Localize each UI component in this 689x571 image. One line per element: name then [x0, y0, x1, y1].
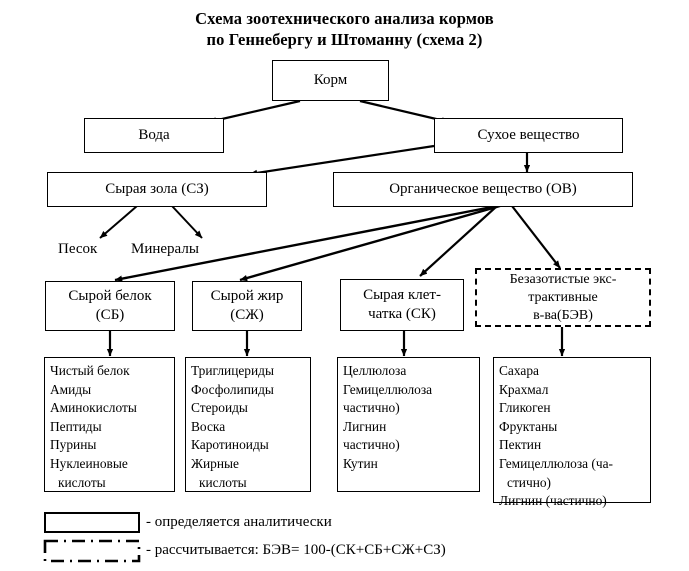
list-item: Пектин: [499, 437, 542, 453]
node-dry-matter[interactable]: Сухое вещество: [434, 118, 623, 153]
arrow-crude-ash-to-sand: [99, 205, 138, 239]
list-item: кислоты: [58, 474, 106, 490]
list-item: Жирные: [191, 455, 239, 471]
legend-solid-swatch: [44, 512, 140, 533]
node-crude-ash[interactable]: Сырая зола (СЗ): [47, 172, 267, 207]
page-title-line-1: Схема зоотехнического анализа кормов: [195, 9, 494, 28]
node-water-label: Вода: [138, 127, 170, 143]
list-item: Нуклеиновые: [50, 455, 128, 471]
node-crude-protein[interactable]: Сырой белок (СБ): [45, 281, 175, 331]
node-crude-fiber-label-line-1: Сырая клет-: [363, 287, 441, 303]
node-nitrogen-free-extractives[interactable]: Безазотистые экс- трактивные в-ва(БЭВ): [475, 268, 651, 327]
list-item: Гемицеллюлоза: [343, 381, 433, 397]
node-water[interactable]: Вода: [84, 118, 224, 153]
list-item: стично): [507, 474, 552, 490]
node-minerals-label: Минералы: [131, 241, 199, 257]
node-crude-fiber-label-line-2: чатка (СК): [368, 306, 436, 322]
list-item: Каротиноиды: [191, 437, 269, 453]
list-box-protein-components[interactable]: Чистый белок Амиды Аминокислоты Пептиды …: [44, 357, 175, 492]
list-item: Аминокислоты: [50, 400, 137, 416]
arrow-organic-matter-to-crude-fiber: [419, 205, 498, 277]
arrow-crude-ash-to-minerals: [171, 205, 203, 239]
list-item: Пурины: [50, 437, 97, 453]
node-nfe-label-line-3: в-ва(БЭВ): [533, 307, 593, 323]
list-item: Лигнин (частично): [499, 493, 607, 509]
list-box-nfe-components[interactable]: Сахара Крахмал Гликоген Фруктаны Пектин …: [493, 357, 651, 508]
list-item: Гемицеллюлоза (ча-: [499, 455, 614, 471]
list-item: Амиды: [50, 381, 92, 397]
node-sand: Песок: [58, 240, 97, 259]
list-item: Лигнин: [343, 418, 387, 434]
node-organic-matter-label: Органическое вещество (ОВ): [389, 181, 577, 197]
arrow-dry-matter-to-crude-ash: [249, 144, 435, 177]
node-crude-protein-label-line-2: (СБ): [95, 307, 125, 323]
list-item: частично): [343, 437, 400, 453]
node-dry-matter-label: Сухое вещество: [477, 127, 580, 143]
node-nfe-label-line-1: Безазотистые экс-: [509, 271, 617, 287]
list-box-fat-components[interactable]: Триглицериды Фосфолипиды Стероиды Воска …: [185, 357, 311, 492]
page-title-line-2: по Геннебергу и Штоманну (схема 2): [206, 30, 483, 49]
node-minerals: Минералы: [131, 240, 199, 259]
node-crude-ash-label: Сырая зола (СЗ): [105, 181, 209, 197]
list-box-fiber-components[interactable]: Целлюлоза Гемицеллюлоза частично) Лигнин…: [337, 357, 480, 492]
node-crude-fiber[interactable]: Сырая клет- чатка (СК): [340, 279, 464, 331]
list-item: Стероиды: [191, 400, 248, 416]
list-item: Кутин: [343, 455, 378, 471]
arrow-organic-matter-to-nfe: [511, 205, 561, 269]
legend-dashdot-text: - рассчитывается: БЭВ= 100-(СК+СБ+СЖ+СЗ): [146, 542, 446, 558]
node-feed[interactable]: Корм: [272, 60, 389, 101]
node-crude-fat[interactable]: Сырой жир (СЖ): [192, 281, 302, 331]
list-item: Сахара: [499, 363, 539, 378]
legend-dashdot-swatch-outline: [43, 539, 141, 563]
list-item: Триглицериды: [191, 363, 274, 378]
page-title: Схема зоотехнического анализа кормов по …: [0, 8, 689, 50]
legend-solid-text: - определяется аналитически: [146, 514, 332, 530]
node-feed-label: Корм: [313, 72, 348, 88]
list-item: частично): [343, 400, 400, 416]
list-item: Гликоген: [499, 400, 551, 416]
list-item: Пептиды: [50, 418, 102, 434]
arrow-organic-matter-to-crude-fat: [239, 204, 501, 282]
list-item: Фосфолипиды: [191, 381, 274, 397]
list-item: Крахмал: [499, 381, 549, 397]
list-item: Целлюлоза: [343, 363, 407, 378]
node-sand-label: Песок: [58, 241, 98, 257]
list-item: Фруктаны: [499, 418, 558, 434]
node-crude-fat-label-line-1: Сырой жир: [210, 288, 284, 304]
node-organic-matter[interactable]: Органическое вещество (ОВ): [333, 172, 633, 207]
node-crude-protein-label-line-1: Сырой белок: [68, 288, 152, 304]
node-crude-fat-label-line-2: (СЖ): [230, 307, 264, 323]
list-item: Воска: [191, 418, 226, 434]
node-nfe-label-line-2: трактивные: [528, 289, 598, 305]
list-item: кислоты: [199, 474, 247, 490]
list-item: Чистый белок: [50, 363, 130, 378]
